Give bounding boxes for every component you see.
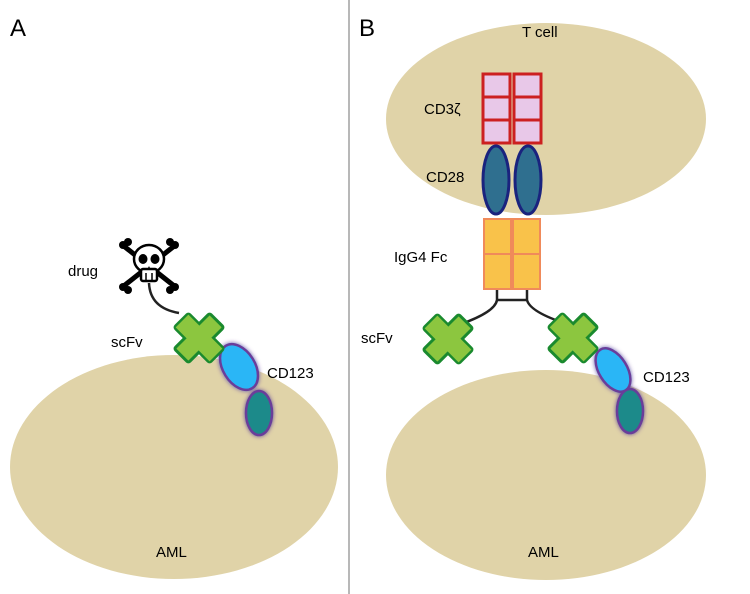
label-scfv-a: scFv	[111, 334, 143, 351]
igg4-fc-domain	[483, 218, 541, 290]
label-aml-b: AML	[528, 544, 559, 561]
label-cd3z: CD3ζ	[424, 101, 461, 118]
t-cell	[386, 23, 706, 215]
cd3z-domain	[481, 72, 543, 145]
drug-linker	[147, 282, 180, 315]
car-linker	[460, 290, 568, 326]
scfv-fragment-b-left	[411, 302, 485, 376]
panel-a: A	[10, 15, 338, 579]
label-igg4: IgG4 Fc	[394, 249, 448, 266]
cd123-receptor-a	[218, 342, 274, 437]
label-cd123-b: CD123	[643, 369, 690, 386]
panel-b: B	[359, 15, 706, 580]
label-cd28: CD28	[426, 169, 464, 186]
label-scfv-b: scFv	[361, 330, 393, 347]
label-cd123-a: CD123	[267, 365, 314, 382]
cd123-receptor-b	[594, 347, 645, 435]
panel-a-letter: A	[10, 15, 26, 42]
panel-b-letter: B	[359, 15, 375, 42]
label-aml-a: AML	[156, 544, 187, 561]
skull-crossbones-icon	[119, 238, 179, 294]
label-tcell: T cell	[522, 24, 558, 41]
cd28-domain	[481, 144, 543, 216]
label-drug: drug	[68, 263, 98, 280]
